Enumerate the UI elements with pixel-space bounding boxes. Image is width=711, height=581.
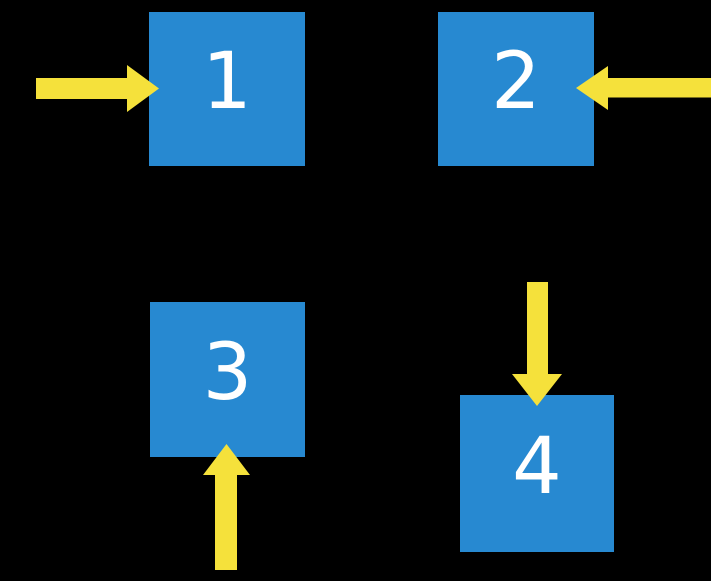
square-1: 1 (149, 12, 305, 166)
square-1-label: 1 (202, 37, 252, 127)
square-4: 4 (460, 395, 614, 552)
square-4-label: 4 (512, 421, 562, 512)
square-2-label: 2 (491, 37, 541, 127)
arrow-right-icon (36, 65, 159, 112)
square-2: 2 (438, 12, 594, 166)
square-3: 3 (150, 302, 305, 457)
square-3-label: 3 (202, 327, 253, 418)
arrow-up-icon (203, 444, 250, 570)
arrow-left-icon (576, 66, 711, 110)
arrow-down-icon (512, 282, 562, 406)
